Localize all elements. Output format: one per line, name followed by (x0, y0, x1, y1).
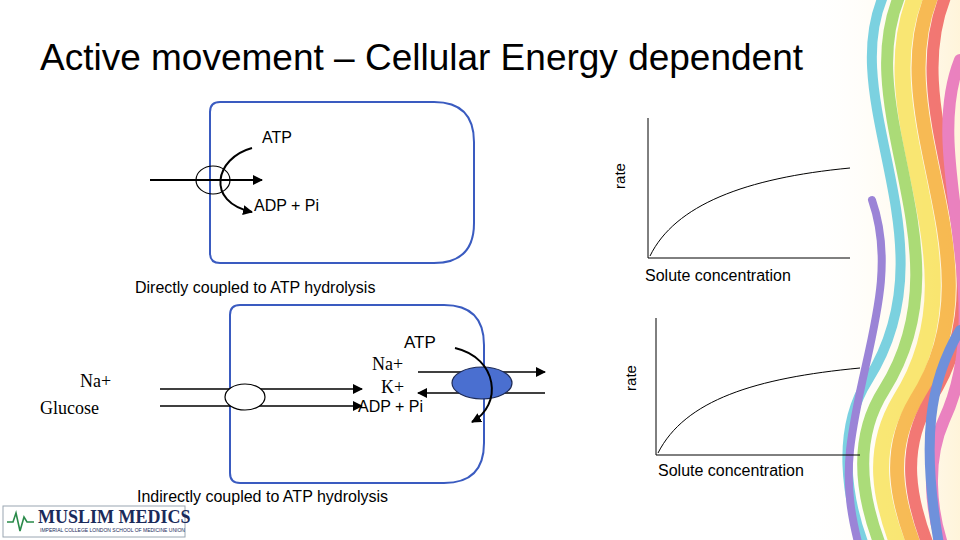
saturation-curve (650, 168, 850, 256)
cell-membrane (228, 303, 486, 485)
cell-text: ADP + Pi (254, 197, 319, 215)
hydrolysis-arrow (220, 148, 252, 212)
cell-membrane (208, 100, 476, 265)
text-label: Indirectly coupled to ATP hydrolysis (137, 488, 388, 506)
text-label: Solute concentration (658, 462, 804, 480)
cell-box: ATPNa+ K+ADP + Pi (228, 303, 486, 485)
saturation-curve (658, 368, 860, 453)
text-label: Na+ (80, 372, 111, 392)
transporter-symbol (196, 166, 230, 194)
indirect-transport (160, 318, 860, 455)
heartbeat-icon (7, 513, 34, 531)
text-label: Glucose (40, 399, 99, 419)
direct-transport (150, 118, 850, 258)
glucose-arrow (160, 405, 362, 406)
axis-label: rate (623, 365, 640, 391)
cell-text: ADP + Pi (358, 398, 423, 416)
membrane-outline (230, 305, 484, 483)
axis-label: rate (612, 163, 629, 189)
slide-title: Active movement – Cellular Energy depend… (40, 38, 803, 79)
potassium-in-arrow (418, 392, 545, 393)
text-label: MUSLIM MEDICS (38, 508, 191, 528)
text-label: Directly coupled to ATP hydrolysis (135, 279, 375, 297)
graph-axes (648, 118, 850, 258)
sodium-arrow (160, 388, 362, 389)
solute-arrow (150, 179, 262, 181)
graph-axes (656, 318, 860, 455)
cell-box: ATP ADP + Pi (208, 100, 476, 265)
cell-text: K+ (381, 378, 404, 398)
pump-symbol (452, 367, 512, 399)
text-label: Solute concentration (645, 267, 791, 285)
text-label: IMPERIAL COLLEGE LONDON SCHOOL OF MEDICI… (40, 528, 185, 534)
membrane-outline (210, 102, 474, 263)
cell-text: Na+ (372, 355, 403, 375)
hydrolysis-arrow (455, 348, 492, 422)
cell-text: ATP (404, 334, 436, 353)
swirl-bands (847, 0, 960, 540)
cell-text: ATP (262, 129, 292, 147)
sodium-out-arrow (418, 371, 545, 372)
